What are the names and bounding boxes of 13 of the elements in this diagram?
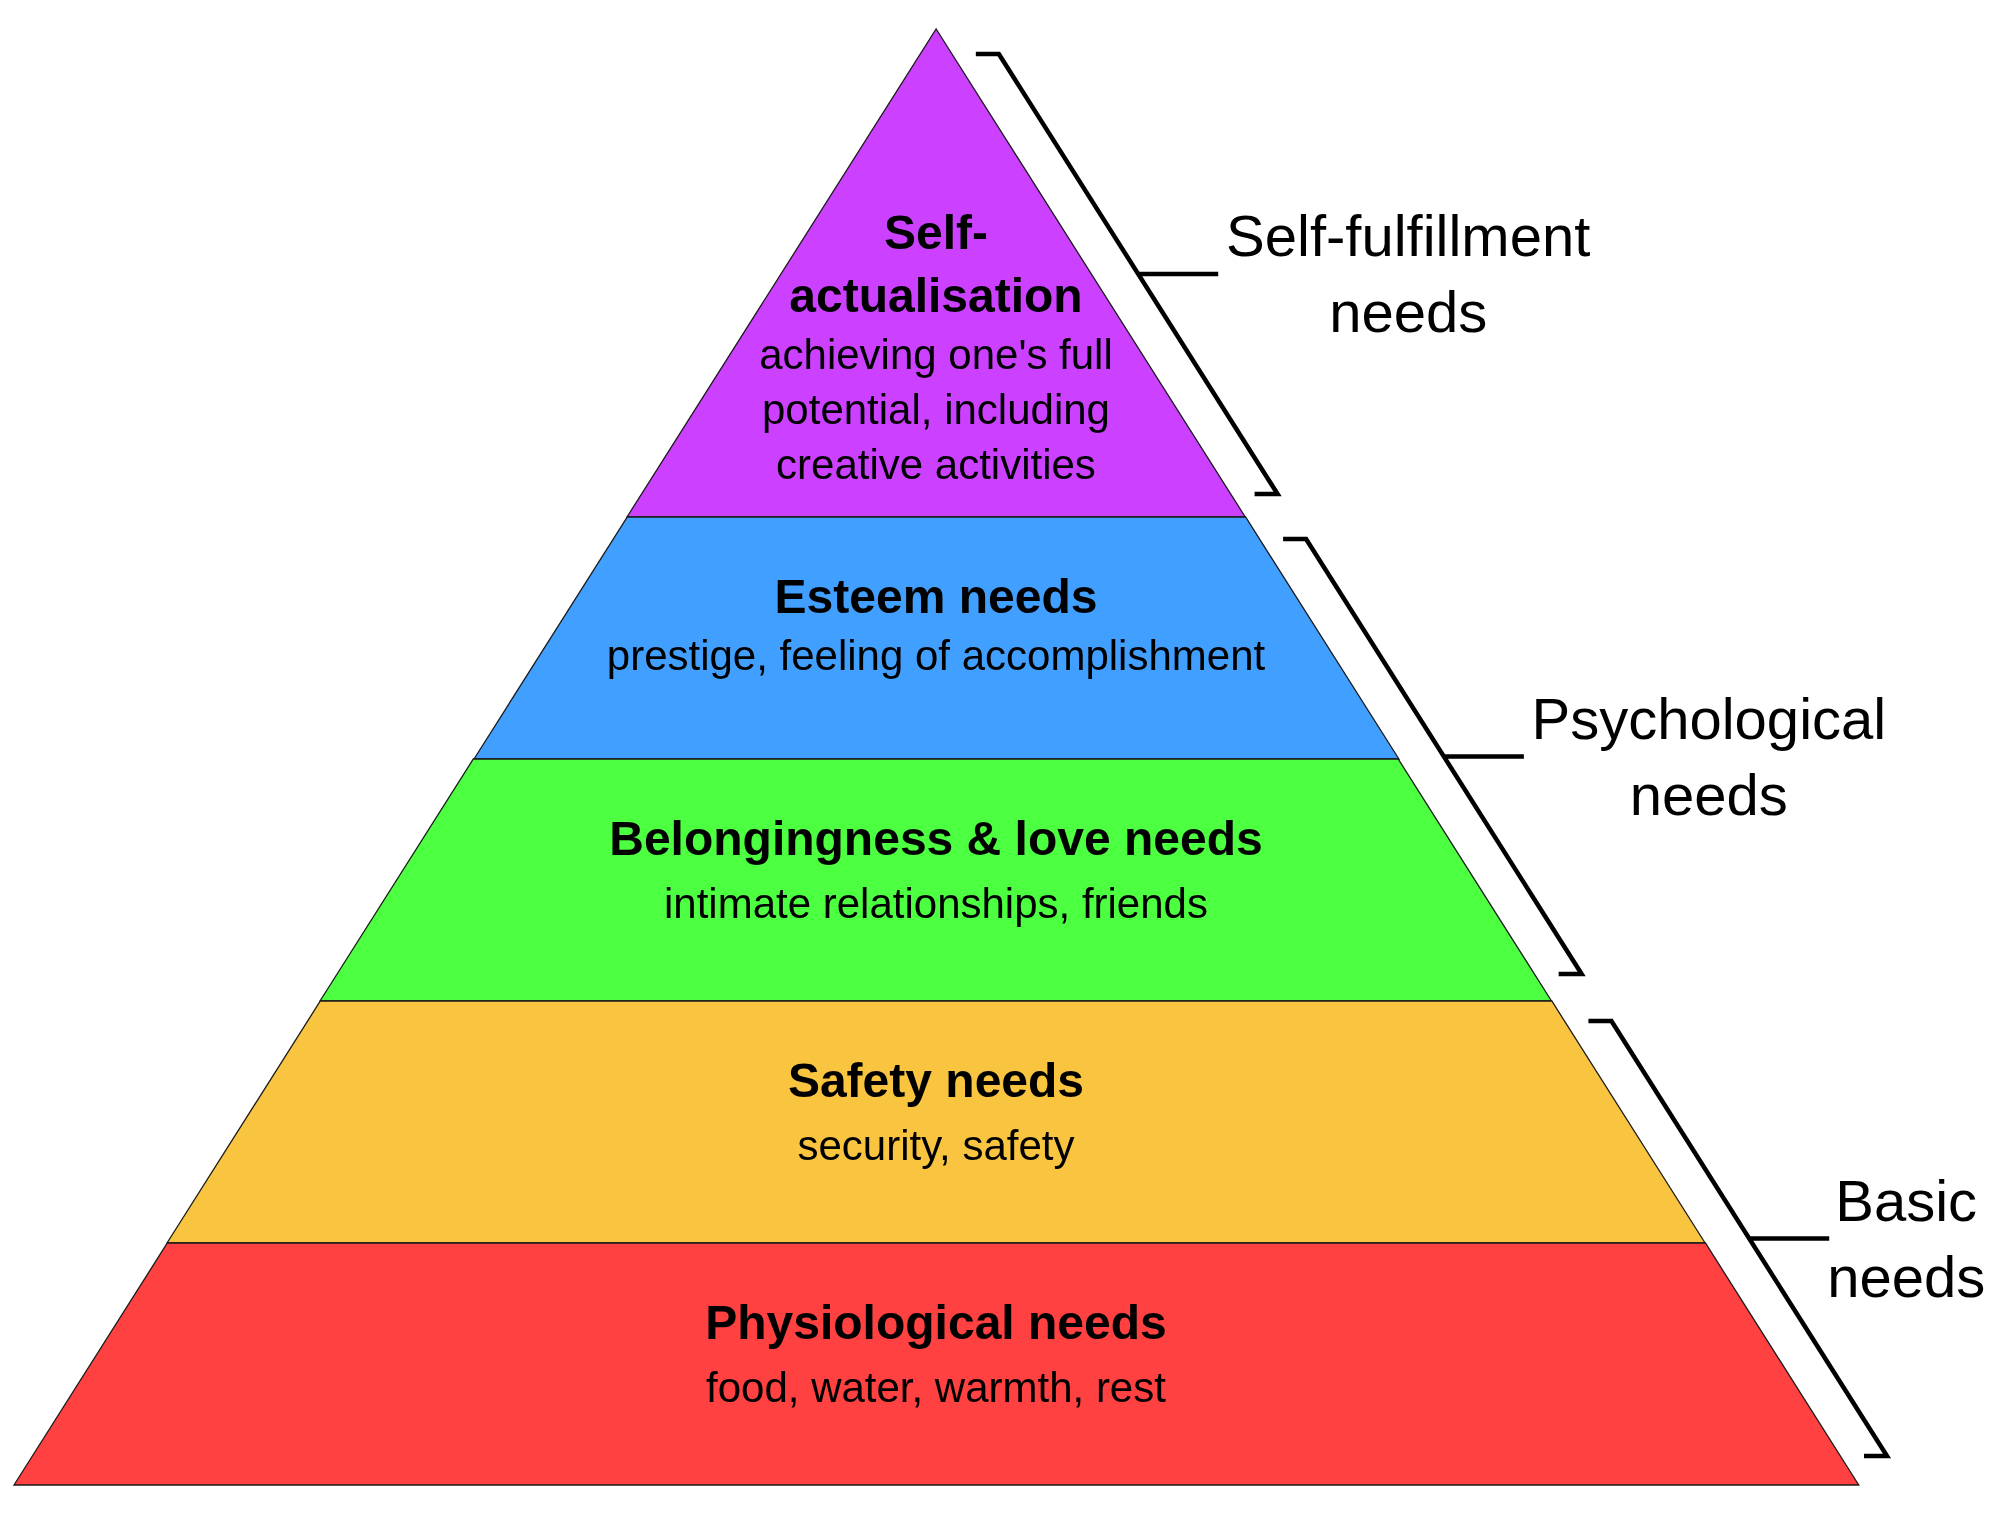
tier-description: food, water, warmth, rest — [705, 1363, 1167, 1413]
tier-description: achieving one's full potential, including creative activities — [758, 330, 1114, 490]
bracket-label: Self-fulfillment needs — [1225, 202, 1592, 346]
tier-title: Safety needs — [786, 1053, 1086, 1109]
tier-title: Physiological needs — [704, 1295, 1168, 1351]
tier-description: intimate relationships, friends — [663, 879, 1209, 929]
tier-title: Esteem needs — [773, 569, 1099, 625]
bracket-label: Psychological needs — [1530, 684, 1888, 829]
tier-description: prestige, feeling of accomplishment — [605, 631, 1267, 681]
tier-title: Self-actualisation — [788, 205, 1084, 324]
tier-description: security, safety — [796, 1121, 1076, 1171]
tier-title: Belongingness & love needs — [608, 811, 1264, 867]
bracket-label: Basic needs — [1826, 1166, 1987, 1311]
